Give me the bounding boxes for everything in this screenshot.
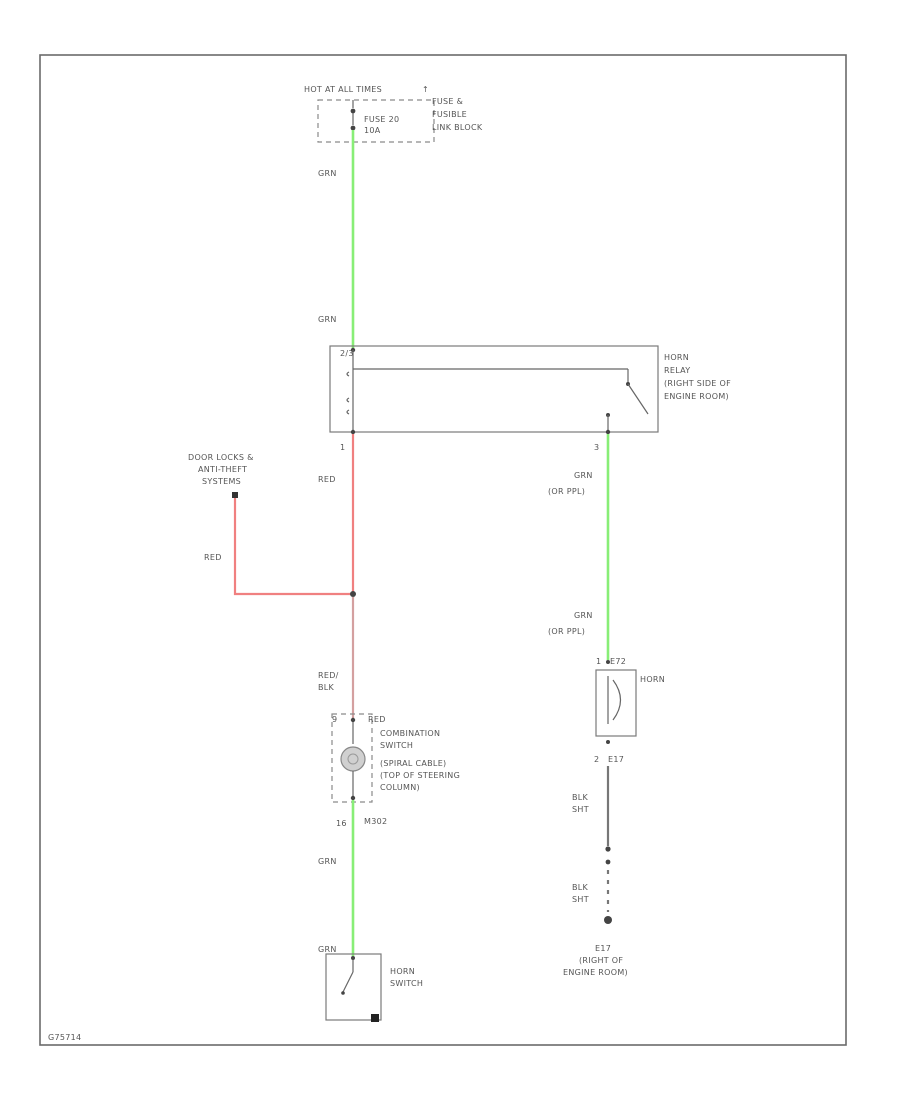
horn-switch-contact-point [341,991,345,995]
relay-coil-symbol [346,371,350,415]
door-locks-label-2: ANTI-THEFT [198,465,247,474]
wire-grn-horn-label-1: GRN [574,471,593,480]
comb-pin-top [350,717,356,723]
hot-at-all-times-label: HOT AT ALL TIMES [304,85,382,94]
wire-grn-horn-label-1b: (OR PPL) [548,487,585,496]
comb-name-1: COMBINATION [380,729,440,738]
wire-red-blk-label-1: RED/ [318,671,339,680]
wire-grn-label-2: GRN [318,315,337,324]
comb-name-4: (TOP OF STEERING [380,771,460,780]
door-locks-connector [232,492,238,498]
relay-switch-contact [627,383,649,415]
fuse-terminal-top [350,108,356,114]
wire-blk-connector-2 [605,859,611,865]
horn-pin-top [606,660,610,664]
horn-relay-name-2: RELAY [664,366,691,375]
wire-red-branch-label: RED [204,553,222,562]
wire-red-branch [233,498,353,596]
fuse-block-name-2: FUSIBLE [432,110,467,119]
comb-pin-top-label: 9 [332,715,337,724]
fuse-link-block-outline [317,99,435,143]
wire-blk-label-1b: SHT [572,805,589,814]
fuse-rating-label: 10A [364,126,381,135]
fuse-terminal-bottom [350,125,356,131]
relay-pin-3-label: 3 [594,443,599,452]
comb-pin-bottom-conn: M302 [364,817,387,826]
fuse-block-name-3: LINK BLOCK [432,123,483,132]
horn-switch-name-2: SWITCH [390,979,423,988]
horn-pin-bottom-conn: E17 [608,755,624,764]
ground-label-2: (RIGHT OF [579,956,623,965]
horn-switch-ground [371,1014,379,1022]
horn-pin-top-label: 1 [596,657,601,666]
comb-pin-bottom-label: 16 [336,819,347,828]
horn-body [595,669,637,737]
spiral-cable-icon [340,746,366,772]
wire-blk-label-2b: SHT [572,895,589,904]
horn-pin-bottom [606,740,610,744]
diagram-frame [39,54,847,1046]
comb-pin-top-color: RED [368,715,386,724]
relay-pin-1 [350,429,356,435]
horn-pin-top-conn: E72 [610,657,626,666]
splice-point [350,591,356,597]
wire-grn-label-4: GRN [318,945,337,954]
wire-grn-label-3: GRN [318,857,337,866]
wire-blk-connector-1 [605,846,611,852]
wire-red-main-label: RED [318,475,336,484]
door-locks-label-3: SYSTEMS [202,477,241,486]
horn-switch-box [325,953,382,1021]
horn-switch-name-1: HORN [390,967,415,976]
ground-point-icon [604,916,612,924]
horn-relay-name-4: ENGINE ROOM) [664,392,729,401]
comb-pin-bottom [350,795,356,801]
spiral-cable-inner [347,753,359,765]
comb-name-3: (SPIRAL CABLE) [380,759,446,768]
wire-grn-label-1: GRN [318,169,337,178]
wire-grn-horn-label-2: GRN [574,611,593,620]
figure-id: G75714 [48,1033,81,1042]
comb-name-5: COLUMN) [380,783,420,792]
relay-pin-top-label: 2/3 [340,349,354,358]
relay-pin-1-label: 1 [340,443,345,452]
ground-label-3: ENGINE ROOM) [563,968,628,977]
ground-label-1: E17 [595,944,611,953]
comb-name-2: SWITCH [380,741,413,750]
horn-switch-contact [342,971,354,993]
relay-pin-3 [605,429,611,435]
fuse-label: FUSE 20 [364,115,399,124]
horn-relay-name-1: HORN [664,353,689,362]
wire-blk-label-1: BLK [572,793,589,802]
horn-relay-name-3: (RIGHT SIDE OF [664,379,731,388]
wire-blk-label-2: BLK [572,883,589,892]
hot-at-all-times-arrow: ↑ [422,85,429,94]
horn-icon [607,676,622,724]
horn-name-label: HORN [640,675,665,684]
horn-pin-bottom-label: 2 [594,755,599,764]
door-locks-label-1: DOOR LOCKS & [188,453,254,462]
wire-grn-horn-label-2b: (OR PPL) [548,627,585,636]
wire-red-blk-label-2: BLK [318,683,335,692]
horn-switch-terminal [351,956,355,960]
fuse-block-name-1: FUSE & [432,97,463,106]
horn-relay-box [329,345,659,433]
